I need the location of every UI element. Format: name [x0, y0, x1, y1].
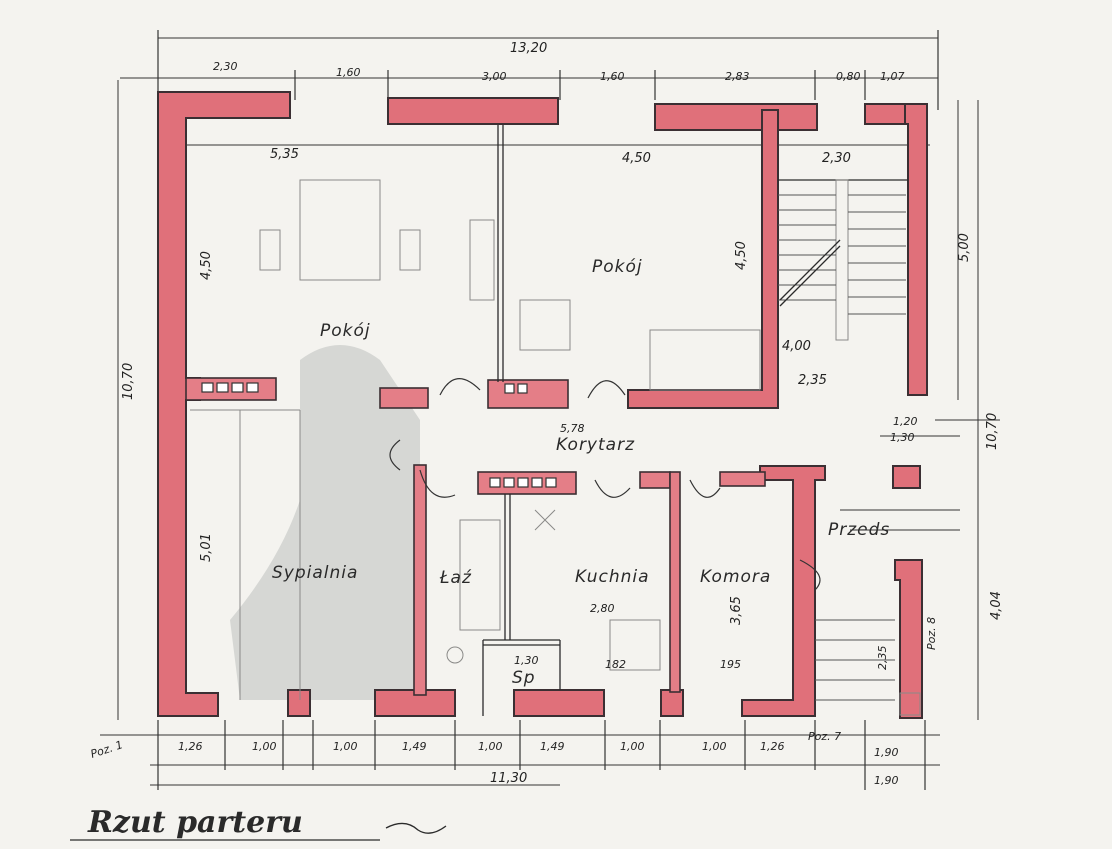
- staircase: [778, 179, 921, 716]
- label-poz-8: Poz. 8: [925, 617, 938, 650]
- room-label-pokoj-left: Pokój: [320, 321, 371, 341]
- dim-top-1: 2,30: [213, 60, 238, 73]
- dim-stair-h: 5,00: [957, 233, 972, 262]
- room-label-komora: Komora: [700, 567, 771, 587]
- dim-bottom-4: 1,49: [402, 740, 427, 753]
- top-dimension-lines: [120, 30, 939, 146]
- door-swings: [389, 378, 821, 591]
- dim-komora-195: 195: [720, 658, 741, 671]
- dim-bottom-9: 1,26: [760, 740, 785, 753]
- dim-bottom-2: 1,00: [252, 740, 277, 753]
- dim-bottom-1: 1,26: [178, 740, 203, 753]
- dim-overall-width: 13,20: [510, 41, 547, 56]
- dim-top-3: 3,00: [482, 70, 507, 83]
- room-label-pokoj-right: Pokój: [592, 257, 643, 277]
- dim-bottom-8: 1,00: [702, 740, 727, 753]
- title-flourish: [385, 822, 447, 834]
- dim-sypialnia-h: 5,01: [199, 533, 214, 562]
- side-dimension-lines: [117, 80, 1000, 720]
- room-label-kuchnia: Kuchnia: [575, 567, 650, 587]
- dim-top-2: 1,60: [336, 66, 361, 79]
- dim-top-6: 0,80: [836, 70, 861, 83]
- dim-kuchnia-w: 2,80: [590, 602, 615, 615]
- dim-bottom-3: 1,00: [333, 740, 358, 753]
- drawing-title: Rzut parteru: [87, 805, 303, 840]
- dim-sp-w: 1,30: [514, 654, 539, 667]
- room-label-sypialnia: Sypialnia: [272, 563, 358, 583]
- dim-komora-h: 3,65: [729, 596, 744, 625]
- dim-room-h-1: 4,50: [199, 251, 214, 280]
- dim-right-3: 2,35: [876, 646, 889, 671]
- dim-right-height: 10,70: [985, 413, 1000, 450]
- pencil-shading: [230, 345, 420, 700]
- dim-room-w-3: 2,30: [822, 151, 851, 166]
- dim-right-1: 1,20: [893, 415, 918, 428]
- dim-right-4: 4,04: [989, 591, 1004, 620]
- dim-corridor: 5,78: [560, 422, 585, 435]
- dim-stair-2: 2,35: [798, 373, 827, 388]
- bottom-dimension-lines: [100, 720, 940, 790]
- dim-overall-height: 10,70: [121, 363, 136, 400]
- dim-top-7: 1,07: [880, 70, 905, 83]
- dim-stair-1: 4,00: [782, 339, 811, 354]
- dim-top-5: 2,83: [725, 70, 750, 83]
- room-label-przedsionek: Przeds: [828, 520, 890, 540]
- room-label-korytarz: Korytarz: [556, 435, 635, 455]
- dim-bottom-right: 1,90: [874, 774, 899, 787]
- dim-right-2: 1,30: [890, 431, 915, 444]
- label-poz-7: Poz. 7: [808, 730, 841, 743]
- room-label-lazienka: Łaź: [439, 568, 472, 588]
- dim-room-w-1: 5,35: [270, 147, 299, 162]
- room-label-spizarnia: Sp: [512, 668, 536, 688]
- dim-top-4: 1,60: [600, 70, 625, 83]
- dim-bottom-6: 1,49: [540, 740, 565, 753]
- dim-kitchen-182: 182: [605, 658, 626, 671]
- dim-bottom-10: 1,90: [874, 746, 899, 759]
- dim-room-h-2: 4,50: [734, 241, 749, 270]
- furniture-sketch: [190, 179, 761, 700]
- dim-bottom-total: 11,30: [490, 771, 527, 786]
- chimney-flues: [201, 382, 557, 488]
- dim-bottom-5: 1,00: [478, 740, 503, 753]
- exterior-walls: [157, 91, 928, 719]
- dim-bottom-7: 1,00: [620, 740, 645, 753]
- dim-room-w-2: 4,50: [622, 151, 651, 166]
